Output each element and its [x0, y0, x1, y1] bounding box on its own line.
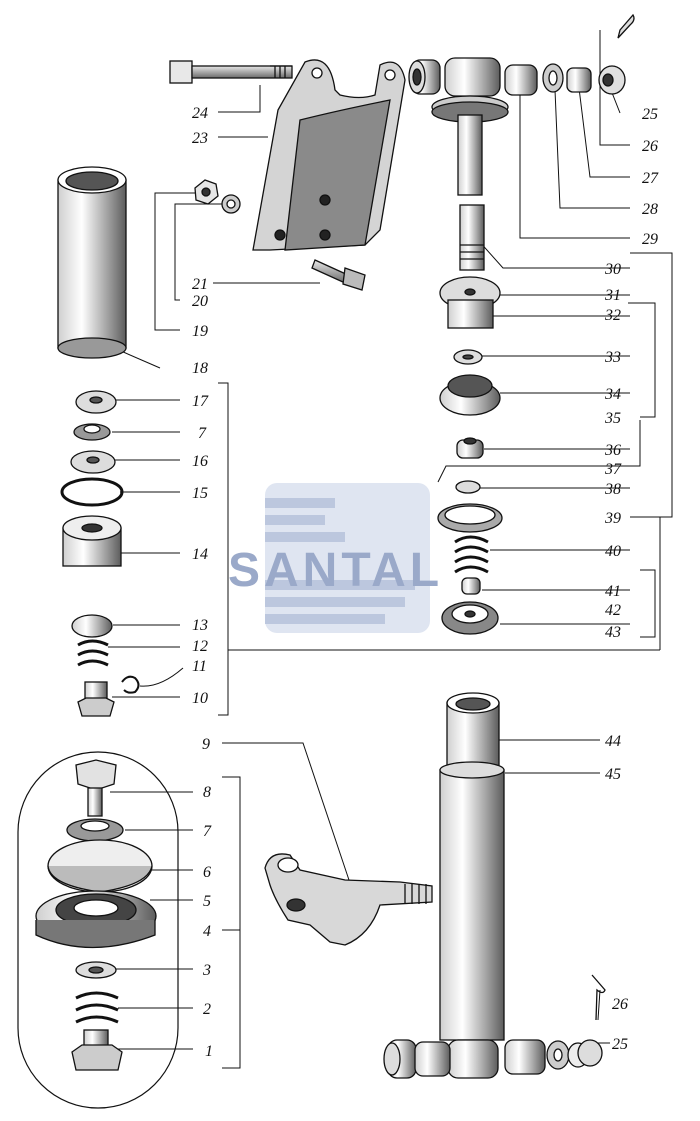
part-21-bolt	[311, 259, 366, 291]
label-32: 32	[604, 307, 621, 324]
part-2-spring	[75, 991, 119, 1024]
label-28: 28	[642, 201, 658, 218]
label-33: 33	[604, 349, 621, 366]
part-14-bearing	[62, 515, 122, 567]
label-15: 15	[192, 485, 208, 502]
part-labels: 1 2 3 4 5 6 7 8 9 10 11 12 13 14 15 16 7…	[192, 105, 659, 1060]
label-7-lower: 7	[203, 823, 212, 840]
label-25-top: 25	[642, 106, 658, 123]
part-3-washer	[75, 961, 117, 979]
part-43-disc	[441, 601, 499, 635]
label-37: 37	[604, 461, 622, 478]
label-42: 42	[605, 602, 621, 619]
part-20-washer	[221, 194, 241, 214]
part-19-nut	[194, 179, 219, 205]
leader-lines	[108, 30, 673, 1069]
label-9: 9	[202, 736, 210, 753]
label-6: 6	[203, 864, 211, 881]
part-41-bushing	[461, 577, 481, 595]
part-31-cap	[439, 276, 501, 329]
label-14: 14	[192, 546, 208, 563]
part-36-bushing	[456, 437, 484, 459]
part-12-spring	[77, 639, 109, 667]
part-26-cotter-pin-lower	[591, 974, 606, 1021]
part-23-bracket	[252, 59, 406, 251]
part-8-bolt	[75, 759, 117, 817]
label-43: 43	[605, 624, 621, 641]
label-24: 24	[192, 105, 208, 122]
part-38-washer	[455, 480, 481, 494]
part-30-pin-head	[431, 57, 509, 196]
label-27: 27	[642, 170, 659, 187]
part-1-nut	[71, 1029, 123, 1071]
label-34: 34	[604, 386, 621, 403]
label-25-bottom: 25	[612, 1036, 628, 1053]
part-33-ring	[453, 349, 483, 365]
part-29-bushing	[408, 59, 441, 95]
label-16: 16	[192, 453, 208, 470]
label-23: 23	[192, 130, 208, 147]
part-18-tube	[57, 166, 127, 359]
part-37-ring	[437, 503, 503, 533]
part-13-cap	[71, 614, 113, 638]
label-13: 13	[192, 617, 208, 634]
part-26-cotter-pin	[617, 13, 635, 39]
label-5: 5	[203, 893, 211, 910]
part-27-washer	[542, 63, 564, 93]
label-8: 8	[203, 784, 211, 801]
label-44: 44	[605, 733, 621, 750]
santal-watermark: SANTAL	[228, 483, 443, 633]
label-7-upper: 7	[198, 425, 207, 442]
label-12: 12	[192, 638, 208, 655]
watermark-text: SANTAL	[228, 544, 443, 597]
label-17: 17	[192, 393, 209, 410]
part-40-spring	[454, 535, 489, 574]
label-1: 1	[205, 1043, 213, 1060]
label-4: 4	[203, 923, 211, 940]
part-7-washer	[66, 818, 124, 842]
label-30: 30	[604, 261, 621, 278]
group-oval-outline	[17, 751, 179, 1109]
label-31: 31	[604, 287, 621, 304]
label-45: 45	[605, 766, 621, 783]
label-39: 39	[604, 510, 621, 527]
part-25-castle-nut	[598, 65, 626, 95]
part-6-plate	[47, 839, 153, 893]
label-35: 35	[604, 410, 621, 427]
part-17-washer	[75, 390, 117, 414]
part-15-snap-ring	[60, 477, 124, 507]
part-7-spring-washer	[73, 423, 111, 441]
label-38: 38	[604, 481, 621, 498]
label-36: 36	[604, 442, 621, 459]
part-28-bushing	[504, 64, 538, 96]
label-40: 40	[605, 543, 621, 560]
part-45-shock-body	[439, 761, 505, 1079]
part-26-bushing	[566, 67, 592, 93]
part-5-housing	[35, 890, 157, 949]
label-10: 10	[192, 690, 208, 707]
label-29: 29	[642, 231, 658, 248]
label-3: 3	[202, 962, 211, 979]
label-20: 20	[192, 293, 208, 310]
label-26-top: 26	[642, 138, 658, 155]
part-34-seat	[439, 374, 501, 416]
part-16-washer	[70, 450, 116, 474]
part-11-snap-ring	[121, 675, 140, 694]
part-9-lever	[264, 853, 433, 946]
part-10-nut	[77, 681, 115, 717]
label-41: 41	[605, 583, 621, 600]
part-30-pin	[459, 204, 485, 271]
part-24-bolt	[169, 60, 293, 84]
part-bottom-bushings	[383, 1039, 603, 1079]
label-19: 19	[192, 323, 208, 340]
label-11: 11	[192, 658, 207, 675]
label-2: 2	[203, 1001, 211, 1018]
label-21: 21	[192, 276, 208, 293]
part-44-rod-tube	[446, 692, 500, 774]
label-18: 18	[192, 360, 208, 377]
label-26-bottom: 26	[612, 996, 628, 1013]
